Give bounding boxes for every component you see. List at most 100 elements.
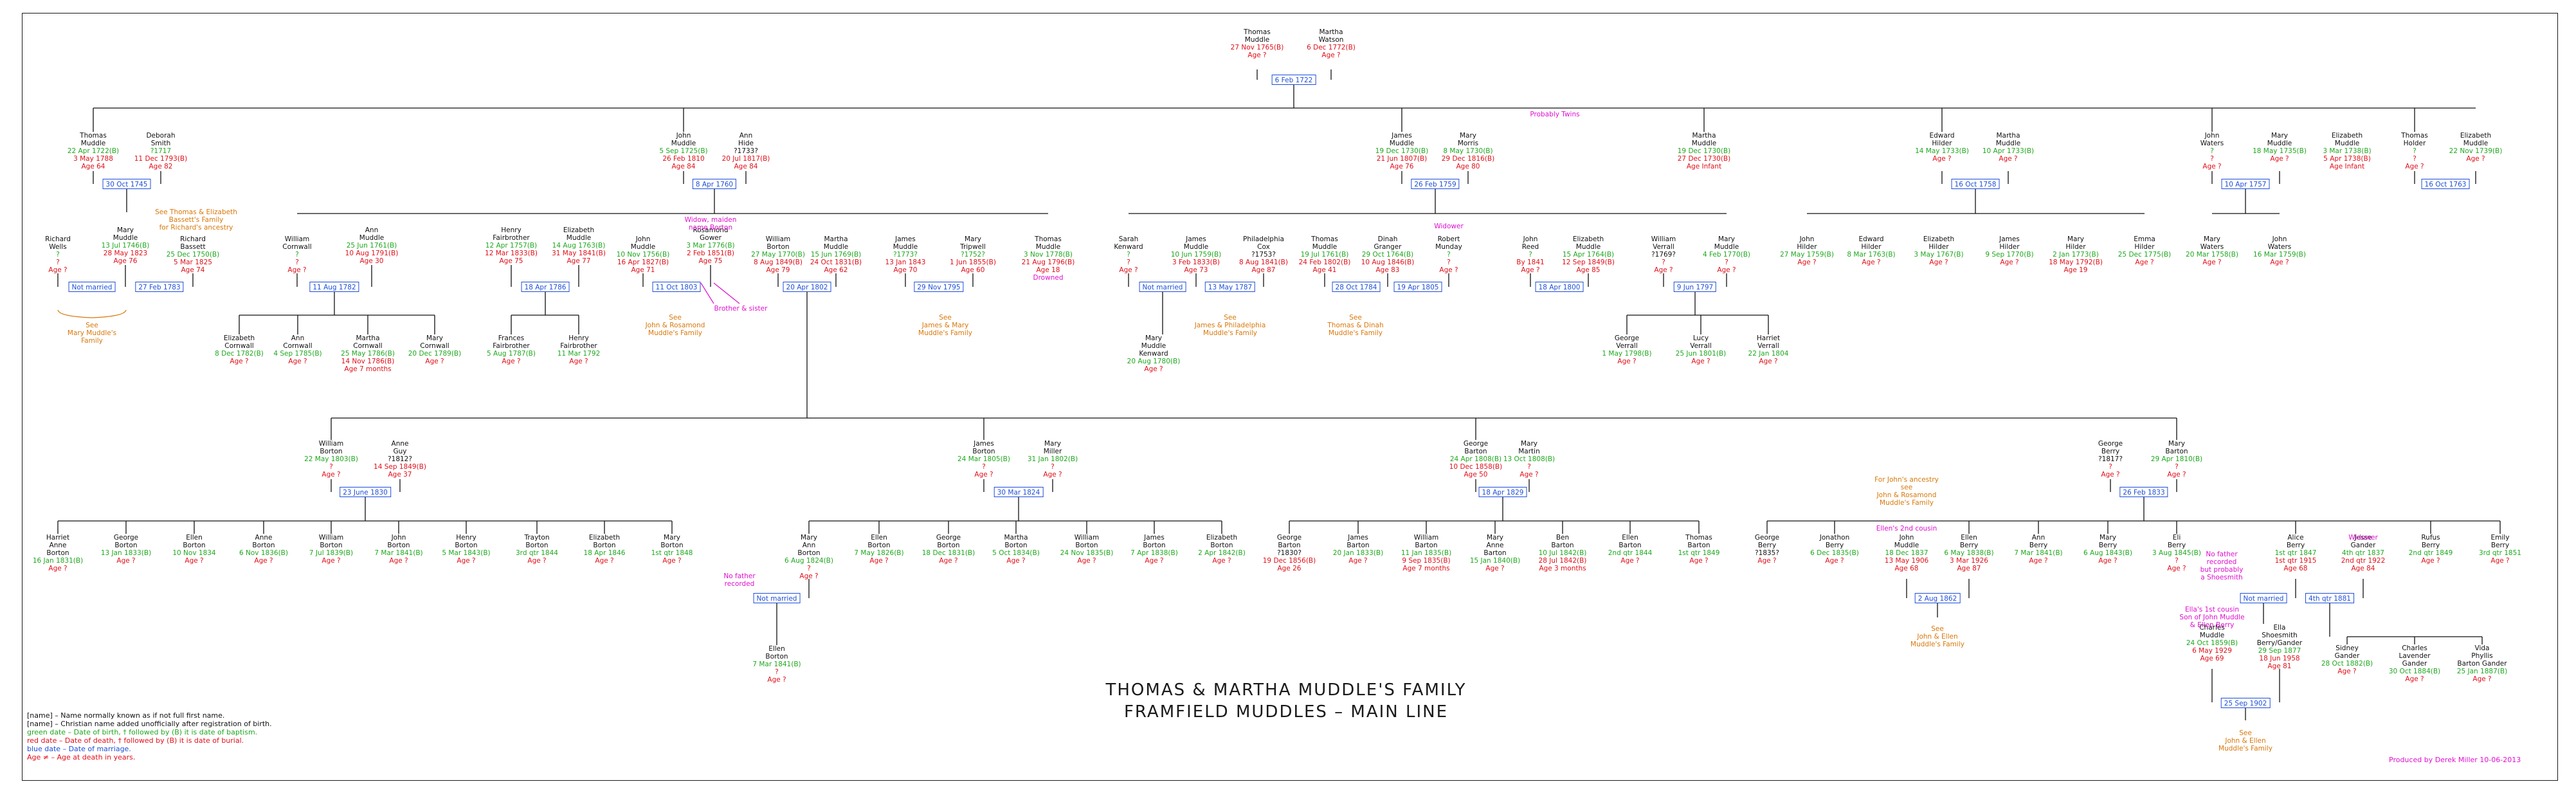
person-name: Emily (2490, 534, 2510, 542)
person-name: Munday (1435, 243, 1462, 251)
marriage-date-box: 26 Feb 1833 (2119, 487, 2168, 497)
age-at-death: Age 3 months (1539, 565, 1586, 572)
person-name: Lucy (1692, 334, 1709, 342)
age-at-death: Age ? (974, 471, 993, 479)
person-name: ?1817? (2098, 455, 2123, 463)
birth-date: 11 Mar 1792 (557, 350, 601, 358)
age-at-death: Age ? (1519, 471, 1539, 479)
death-date: 27 Nov 1765(B) (1230, 44, 1284, 51)
person-name: James (1999, 235, 2020, 243)
marriage-date-box: 28 Oct 1784 (1332, 282, 1381, 292)
person-name: Borton (387, 542, 410, 549)
age-at-death: Age ? (1077, 557, 1096, 565)
person-name: Hilder (1797, 243, 1817, 251)
birth-date: ? (1447, 251, 1451, 259)
birth-date: 1st qtr 1847 (2274, 549, 2317, 557)
death-date: 12 Mar 1833(B) (485, 250, 538, 257)
death-date: 2 Feb 1851(B) (686, 250, 735, 257)
age-at-death: Age ? (2202, 163, 2222, 170)
death-date: 27 Dec 1730(B) (1677, 155, 1731, 163)
person-name: ?1769? (1651, 251, 1676, 259)
person-name: Thomas (2401, 132, 2428, 140)
person-name: Barton Gander (2457, 660, 2507, 668)
death-date: 8 Aug 1849(B) (754, 259, 803, 266)
birth-date: ?1752? (961, 251, 985, 259)
death-date: ? (329, 463, 333, 471)
age-at-death: Age ? (1691, 358, 1710, 365)
person-name: Waters (2267, 243, 2292, 251)
age-at-death: Age ? (2405, 675, 2424, 683)
age-at-death: Age 41 (1312, 266, 1337, 274)
birth-date: 4 Feb 1770(B) (1702, 251, 1751, 259)
birth-date: 6 Aug 1843(B) (2083, 549, 2132, 557)
birth-date: 3 Nov 1778(B) (1024, 251, 1073, 259)
person-name: Dinah (1377, 235, 1398, 243)
birth-date: 1st qtr 1848 (651, 549, 693, 557)
person-name: Elizabeth (2331, 132, 2363, 140)
person-name: ?1812? (388, 455, 412, 463)
marriage-date-box: 20 Apr 1802 (783, 282, 831, 292)
person-name: George (113, 534, 139, 542)
age-at-death: Age 30 (359, 257, 384, 265)
birth-date: ? (56, 251, 60, 259)
death-date: 6 May 1929 (2192, 647, 2232, 655)
annotation-line: James & Philadelphia (1194, 322, 1266, 329)
birth-date: 22 Jan 1804 (1748, 350, 1789, 358)
birth-date: 25 May 1786(B) (341, 350, 395, 358)
person-name: Sarah (1118, 235, 1139, 243)
person-name: Hilder (1999, 243, 2020, 251)
marriage-date-box: Not married (1139, 282, 1186, 292)
annotation-note: Ellen's 2nd cousin (1876, 525, 1937, 533)
marriage-date-box: 11 Aug 1782 (309, 282, 359, 292)
person-name: Kenward (1114, 243, 1143, 251)
annotation-line: recorded (2206, 558, 2237, 566)
annotation-line: For John's ancestry (1874, 476, 1939, 484)
birth-date: 18 Dec 1831(B) (921, 549, 975, 557)
person-name: Mary (800, 534, 818, 542)
person-name: Martha (824, 235, 848, 243)
birth-date: 7 Jul 1839(B) (309, 549, 354, 557)
person-name: John (1899, 534, 1914, 542)
person-name: Elizabeth (1572, 235, 1604, 243)
marriage-date-box: 2 Aug 1862 (1914, 593, 1961, 603)
age-at-death: Age ? (2098, 557, 2118, 565)
person-name: Muddle (1575, 243, 1601, 251)
death-date: 21 Jun 1807(B) (1376, 155, 1428, 163)
death-date: ? (2109, 463, 2112, 471)
age-at-death: Age ? (254, 557, 273, 565)
age-at-death: Age ? (287, 266, 307, 274)
person-name: Borton (1075, 542, 1098, 549)
age-at-death: Age 73 (1184, 266, 1208, 274)
birth-date: ? (295, 251, 299, 259)
person-name: Mary (2067, 235, 2085, 243)
death-date: 13 Jan 1843 (885, 259, 926, 266)
person-name: Barton (1278, 542, 1301, 549)
marriage-date-box: Not married (68, 282, 116, 292)
person-name: Mary (2099, 534, 2117, 542)
person-name: Anne (1486, 542, 1504, 549)
age-at-death: Age ? (1348, 557, 1368, 565)
person-name: Barton (1415, 542, 1438, 549)
age-at-death: Age ? (1212, 557, 1231, 565)
person-name: Rufus (2421, 534, 2440, 542)
person-name: Verrall (1757, 342, 1779, 350)
marriage-date-box: 16 Oct 1763 (2421, 179, 2470, 189)
age-at-death: Age 69 (2200, 655, 2224, 662)
age-at-death: Age ? (1247, 51, 1267, 59)
age-at-death: Age 85 (1576, 266, 1601, 274)
